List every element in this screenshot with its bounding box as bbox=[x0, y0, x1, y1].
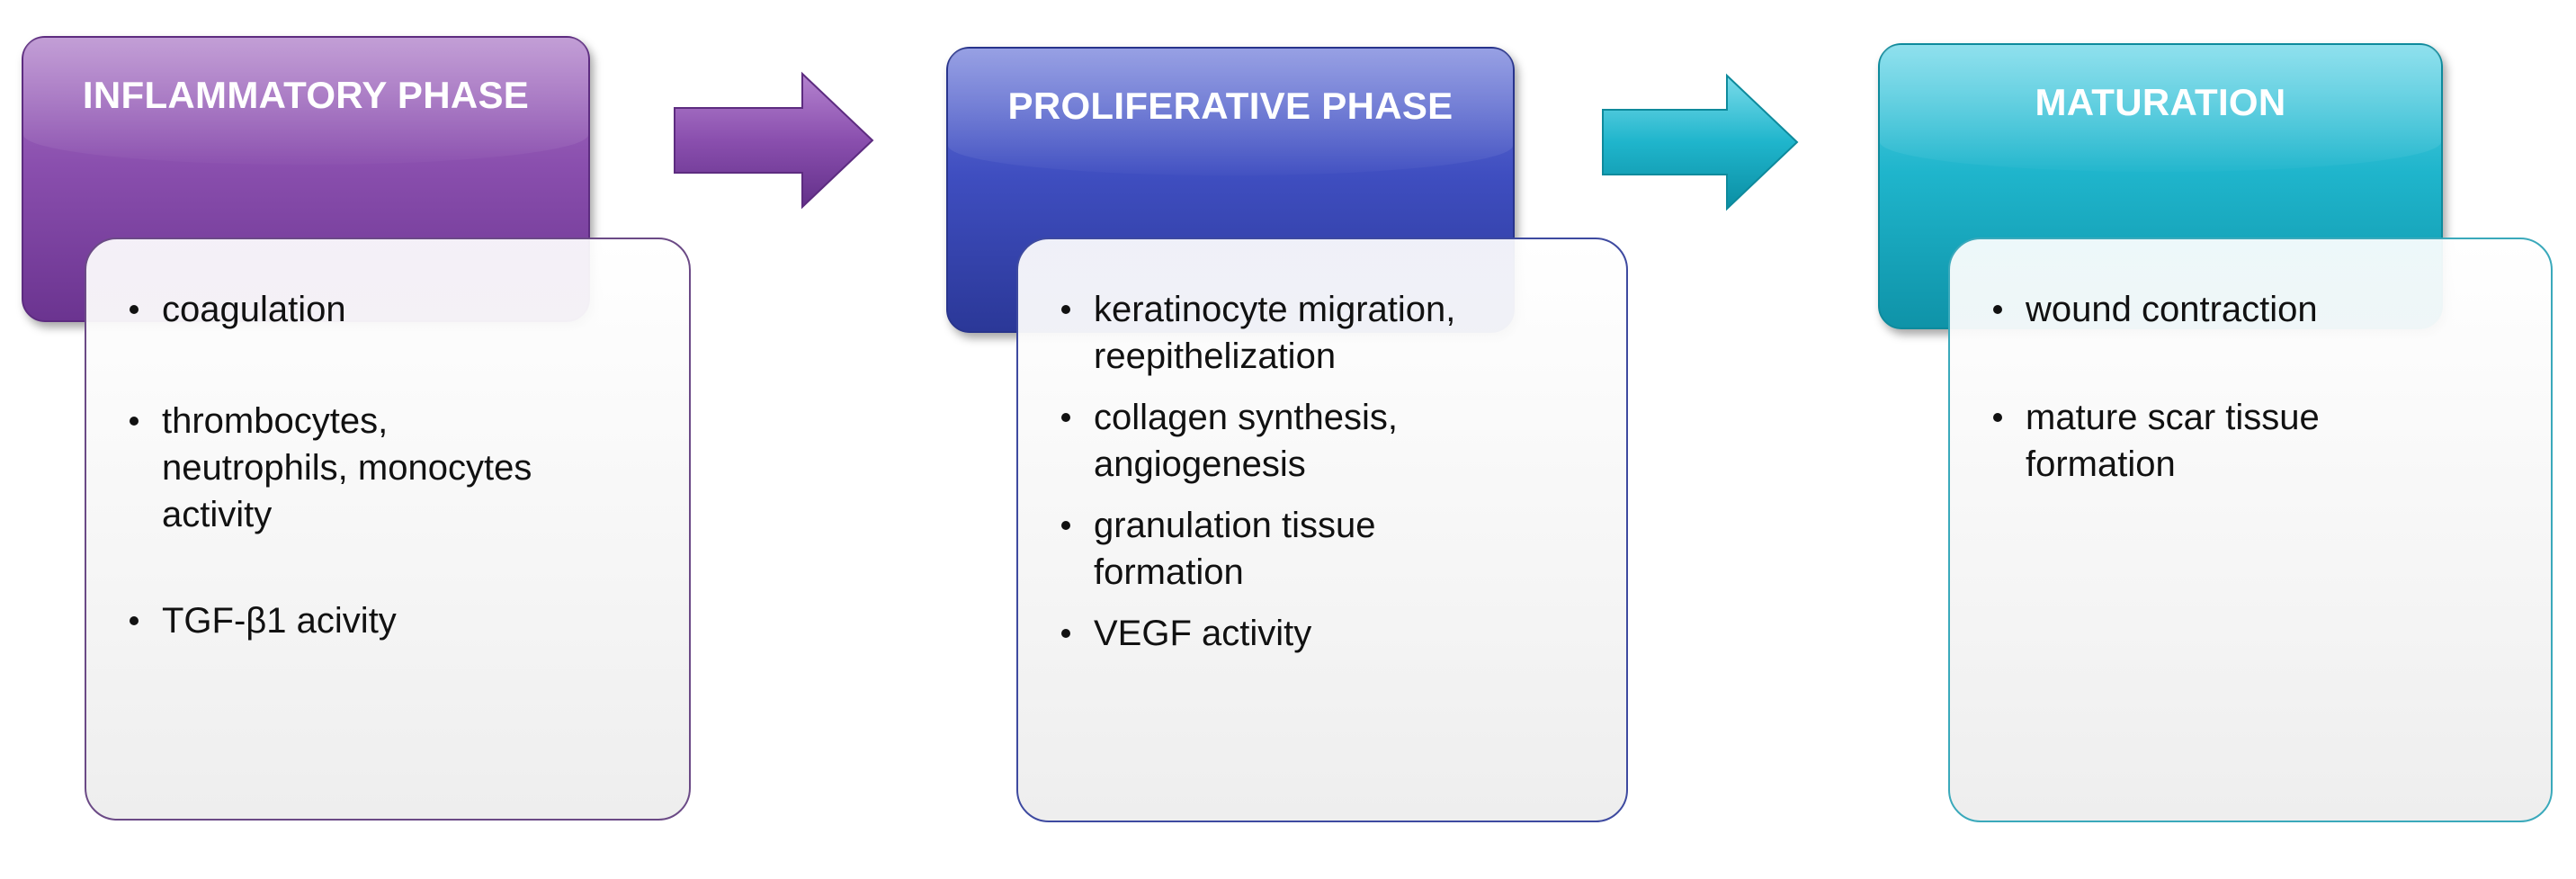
proliferative-phase-card: keratinocyte migration, reepithelization… bbox=[1016, 238, 1628, 822]
maturation-phase-header: MATURATION bbox=[1878, 43, 2443, 329]
list-item: VEGF activity bbox=[1058, 610, 1599, 657]
list-item: granulation tissue formation bbox=[1058, 502, 1489, 596]
list-item: TGF-β1 acivity bbox=[126, 597, 662, 644]
list-item: mature scar tissue formation bbox=[1990, 394, 2448, 488]
maturation-phase-list: wound contraction mature scar tissue for… bbox=[1990, 286, 2524, 488]
list-item: collagen synthesis, angiogenesis bbox=[1058, 394, 1489, 488]
list-item: wound contraction bbox=[1990, 286, 2524, 333]
list-item: keratinocyte migration, reepithelization bbox=[1058, 286, 1599, 380]
arrow-right-icon bbox=[1602, 73, 1799, 211]
proliferative-phase-title: PROLIFERATIVE PHASE bbox=[1007, 85, 1453, 127]
inflammatory-phase-card: coagulation thrombocytes, neutrophils, m… bbox=[85, 238, 691, 821]
inflammatory-phase-list: coagulation thrombocytes, neutrophils, m… bbox=[126, 286, 662, 644]
proliferative-phase-list: keratinocyte migration, reepithelization… bbox=[1058, 286, 1599, 657]
maturation-phase-title: MATURATION bbox=[2035, 81, 2286, 123]
maturation-phase-card: wound contraction mature scar tissue for… bbox=[1948, 238, 2553, 822]
inflammatory-phase-title: INFLAMMATORY PHASE bbox=[82, 74, 530, 116]
list-item: thrombocytes, neutrophils, monocytes act… bbox=[126, 398, 576, 538]
arrow-right-icon bbox=[674, 71, 874, 210]
list-item: coagulation bbox=[126, 286, 662, 333]
